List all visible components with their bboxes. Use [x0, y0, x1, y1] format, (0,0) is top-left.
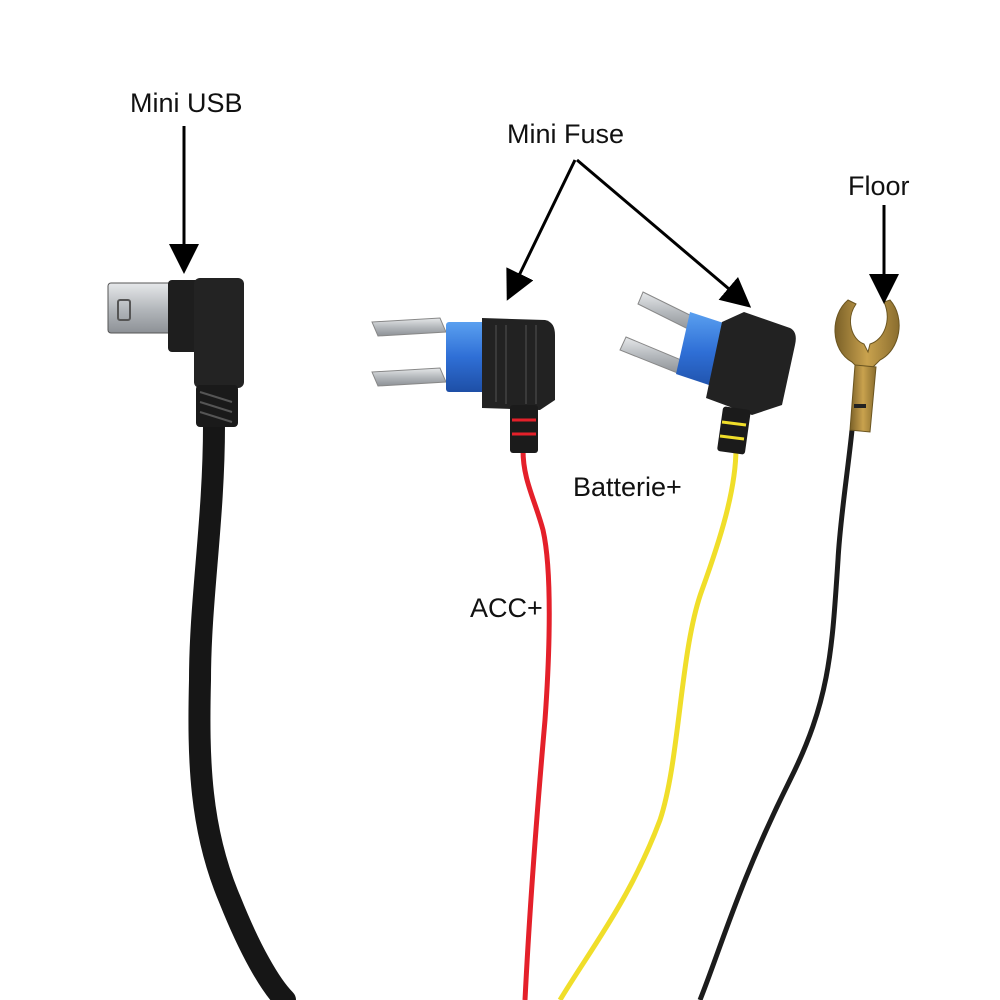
battery-wire [557, 447, 739, 1000]
crimp-barrel [849, 364, 877, 433]
ground-fork-terminal [834, 299, 900, 433]
fuse-strain-relief [510, 405, 538, 453]
mini-fuse-arrow-left [506, 159, 577, 301]
mini-fuse-label: Mini Fuse [507, 119, 625, 149]
floor-label: Floor [848, 171, 910, 201]
mini-usb-label: Mini USB [130, 88, 243, 118]
acc-wire [520, 449, 552, 1000]
fuse-blade-bottom [619, 336, 687, 375]
usb-plug-body [194, 278, 244, 388]
fuse-holder-black [706, 312, 796, 415]
ground-wire [697, 429, 855, 1000]
fuse-strain-relief [717, 406, 751, 455]
fuse-holder-black [482, 318, 555, 410]
batterie-label: Batterie+ [573, 472, 682, 502]
acc-label: ACC+ [470, 593, 543, 623]
fuse-blade-top [371, 317, 447, 337]
fuse-tap-battery [619, 291, 796, 455]
usb-strain-relief [196, 385, 238, 427]
mini-usb-plug [107, 278, 244, 427]
fuse-blade-bottom [371, 367, 447, 387]
mini-fuse-arrow-right [576, 158, 752, 308]
usb-cable [188, 414, 296, 1000]
fork-terminal-plate [834, 299, 900, 369]
fuse-body-blue [446, 322, 488, 392]
fuse-tap-acc [371, 317, 555, 453]
